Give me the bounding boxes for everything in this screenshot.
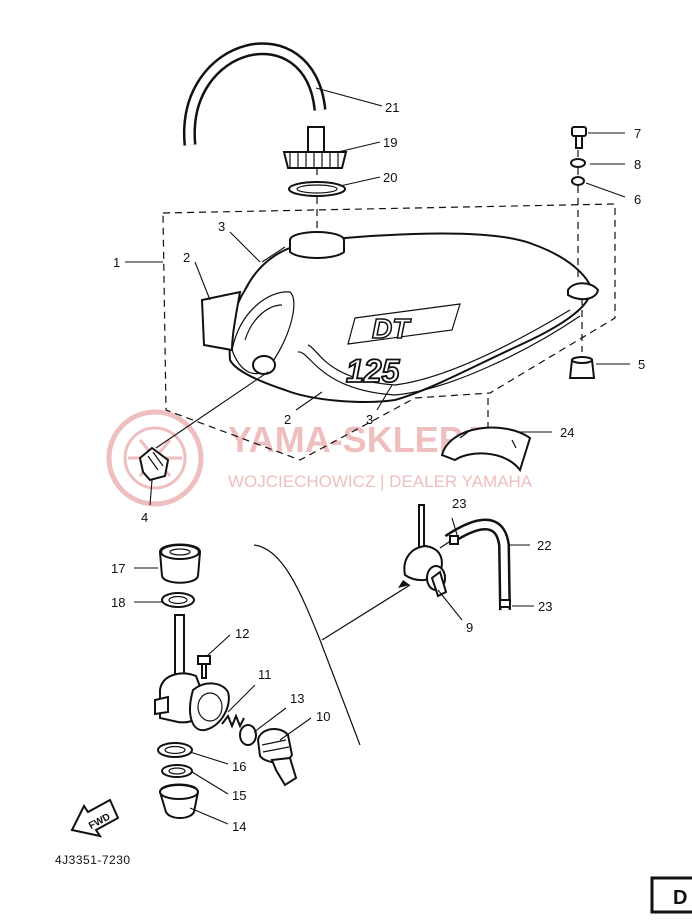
tank-assembly-outline (162, 203, 616, 461)
callout-23-upper: 23 (452, 496, 466, 511)
callout-11: 11 (258, 667, 272, 682)
hose-clip-upper (449, 535, 459, 545)
diagram-part-code: 4J3351-7230 (55, 853, 131, 867)
callout-21: 21 (385, 100, 399, 115)
fuel-cap (282, 126, 348, 169)
callout-12: 12 (235, 626, 249, 641)
callout-2-upper: 2 (183, 250, 190, 265)
watermark-logo (106, 409, 204, 507)
callout-19: 19 (383, 135, 397, 150)
callout-22: 22 (537, 538, 551, 553)
svg-text:D: D (673, 887, 687, 909)
callout-5: 5 (638, 357, 645, 372)
cap-gasket (288, 181, 346, 197)
screw (197, 655, 211, 665)
fuel-cock-assembly (403, 504, 453, 598)
collar (571, 176, 585, 186)
callout-14: 14 (232, 819, 246, 834)
corner-box (650, 876, 692, 914)
callouts: 21 19 20 7 8 6 5 1 2 3 2 3 4 24 23 22 23… (111, 100, 645, 834)
watermark-subtitle: WOJCIECHOWICZ | DEALER YAMAHA (228, 472, 533, 491)
fuel-tank: DT 125 (228, 231, 600, 403)
callout-4: 4 (141, 510, 148, 525)
gasket-16 (157, 742, 193, 758)
washer (570, 158, 586, 168)
callout-2-lower: 2 (284, 412, 291, 427)
tank-damper-band (440, 426, 532, 473)
callout-20: 20 (383, 170, 397, 185)
tank-side-pad (200, 290, 242, 352)
callout-15: 15 (232, 788, 246, 803)
tank-emblem-model: DT (372, 313, 412, 344)
spring (221, 713, 245, 729)
o-ring-15 (161, 764, 193, 778)
callout-8: 8 (634, 157, 641, 172)
tank-emblem-displacement: 125 (346, 353, 401, 389)
fuel-cock-lever (256, 728, 298, 787)
o-ring-13 (239, 724, 257, 746)
callout-7: 7 (634, 126, 641, 141)
hose-clip-lower (499, 599, 511, 608)
o-ring-18 (161, 592, 195, 608)
bolt (571, 126, 587, 149)
callout-13: 13 (290, 691, 304, 706)
callout-9: 9 (466, 620, 473, 635)
callout-18: 18 (111, 595, 125, 610)
callout-1: 1 (113, 255, 120, 270)
callout-23-lower: 23 (538, 599, 552, 614)
callout-3-upper: 3 (218, 219, 225, 234)
callout-17: 17 (111, 561, 125, 576)
callout-3-lower: 3 (366, 412, 373, 427)
callout-10: 10 (316, 709, 330, 724)
watermark: YAMA-SKLEP.PL WOJCIECHOWICZ | DEALER YAM… (106, 409, 533, 507)
forward-arrow-icon: FWD (70, 798, 120, 838)
leader-lines (125, 87, 630, 825)
callout-6: 6 (634, 192, 641, 207)
fuel-cock-body (154, 614, 230, 732)
callout-16: 16 (232, 759, 246, 774)
callout-24: 24 (560, 425, 574, 440)
